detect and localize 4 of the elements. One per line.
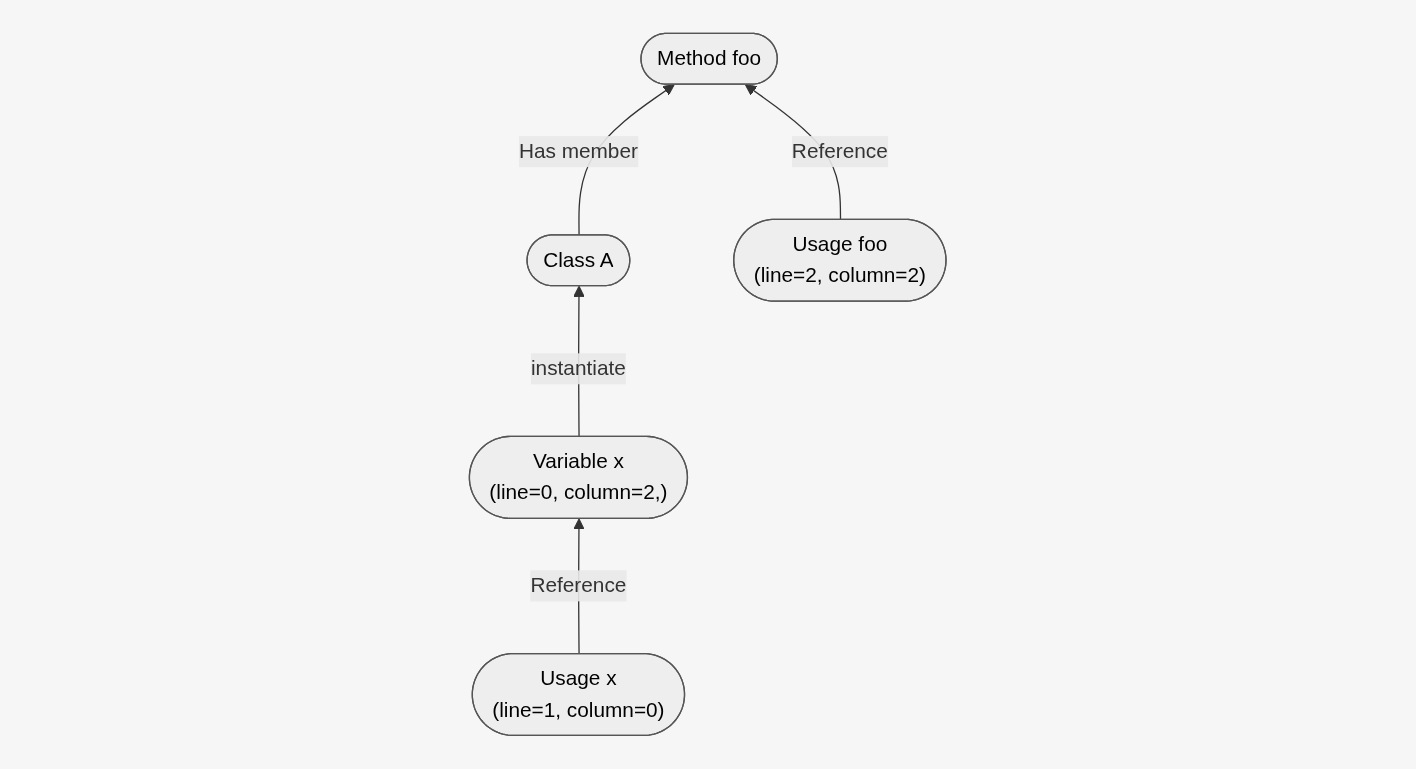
edge-label: Has member [519,140,639,163]
edge-label: Reference [530,574,627,597]
edge-label: instantiate [531,357,627,380]
edge-label: Reference [792,140,889,163]
